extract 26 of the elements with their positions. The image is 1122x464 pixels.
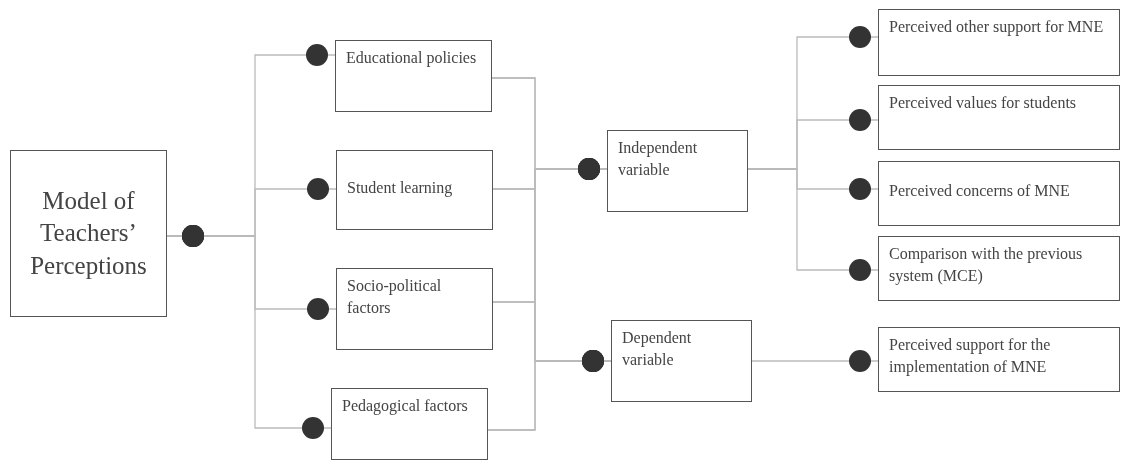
box-label: Educational policies [346, 48, 478, 69]
box-label: Pedagogical factors [342, 396, 469, 417]
category-box [878, 236, 1120, 301]
box-label: Perceived other support for MNE [889, 17, 1105, 38]
category-box [607, 130, 748, 212]
connector [751, 350, 879, 372]
box-label: Model of Teachers’ Perceptions [29, 185, 148, 281]
category-box [331, 388, 488, 460]
category-box [878, 327, 1120, 392]
connector [747, 168, 879, 281]
box-label: Dependent variable [622, 328, 693, 370]
category-box [878, 161, 1120, 226]
category-box [336, 268, 493, 350]
box-label: Perceived values for students [889, 93, 1078, 113]
box-label: Socio-political factors [347, 276, 443, 318]
box-label: Perceived support for the implementation of MNE [889, 335, 1052, 378]
box-label: Independent variable [618, 138, 699, 180]
category-box [878, 85, 1120, 150]
box-label: Student learning [347, 178, 454, 199]
root-box [10, 150, 167, 317]
category-box [335, 40, 492, 112]
category-box [336, 150, 493, 230]
box-label: Comparison with the previous system (MCE) [889, 244, 1084, 287]
box-label: Perceived concerns of MNE [889, 181, 1071, 201]
category-box [611, 320, 752, 402]
category-box [878, 9, 1120, 76]
